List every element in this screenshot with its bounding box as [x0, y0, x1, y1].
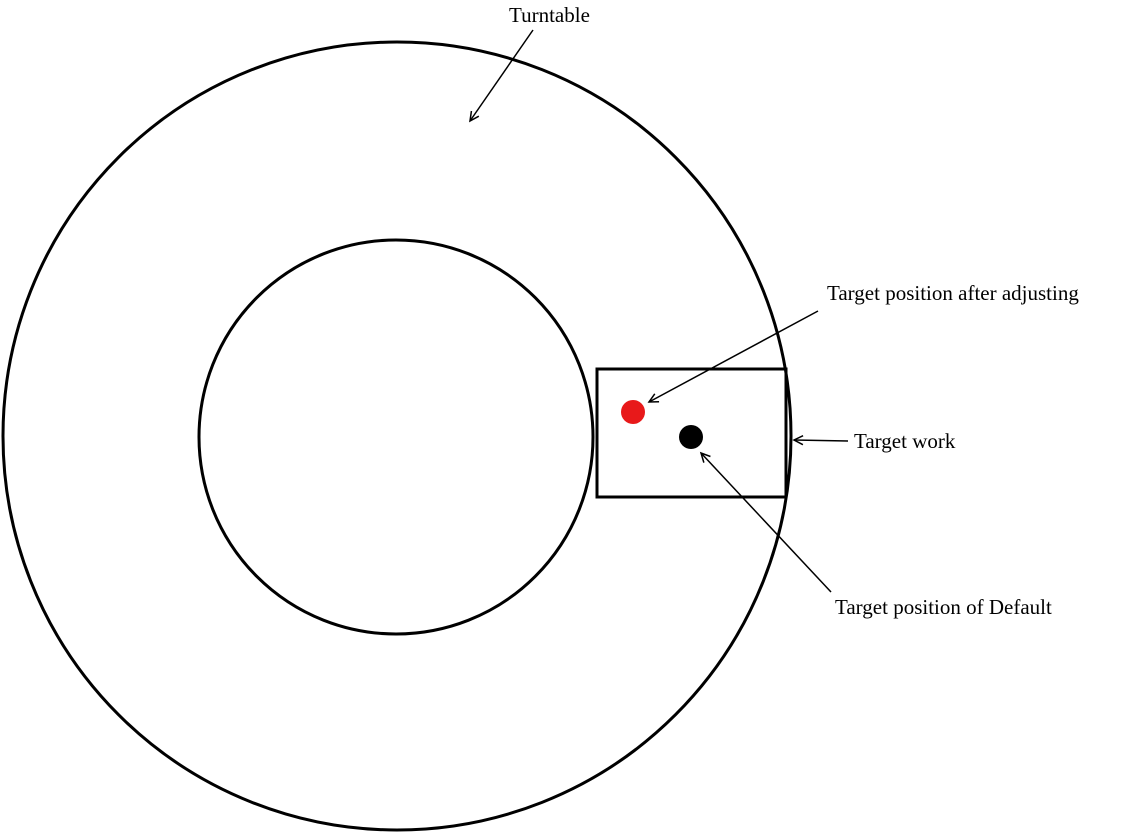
turntable-inner-circle — [197, 238, 595, 636]
default-position-dot — [679, 425, 703, 449]
target-work-arrow — [792, 434, 849, 446]
adjusted-position-label: Target position after adjusting — [827, 281, 1079, 305]
target-work-label: Target work — [854, 429, 956, 453]
turntable-outer-circle — [1, 40, 793, 832]
adjusted-position-arrow — [647, 310, 819, 403]
default-position-label: Target position of Default — [835, 595, 1052, 619]
default-position-arrow — [699, 451, 832, 593]
turntable-label: Turntable — [509, 3, 590, 27]
adjusted-position-dot — [621, 400, 645, 424]
turntable-arrow — [469, 29, 534, 123]
target-work-rect — [595, 367, 788, 499]
